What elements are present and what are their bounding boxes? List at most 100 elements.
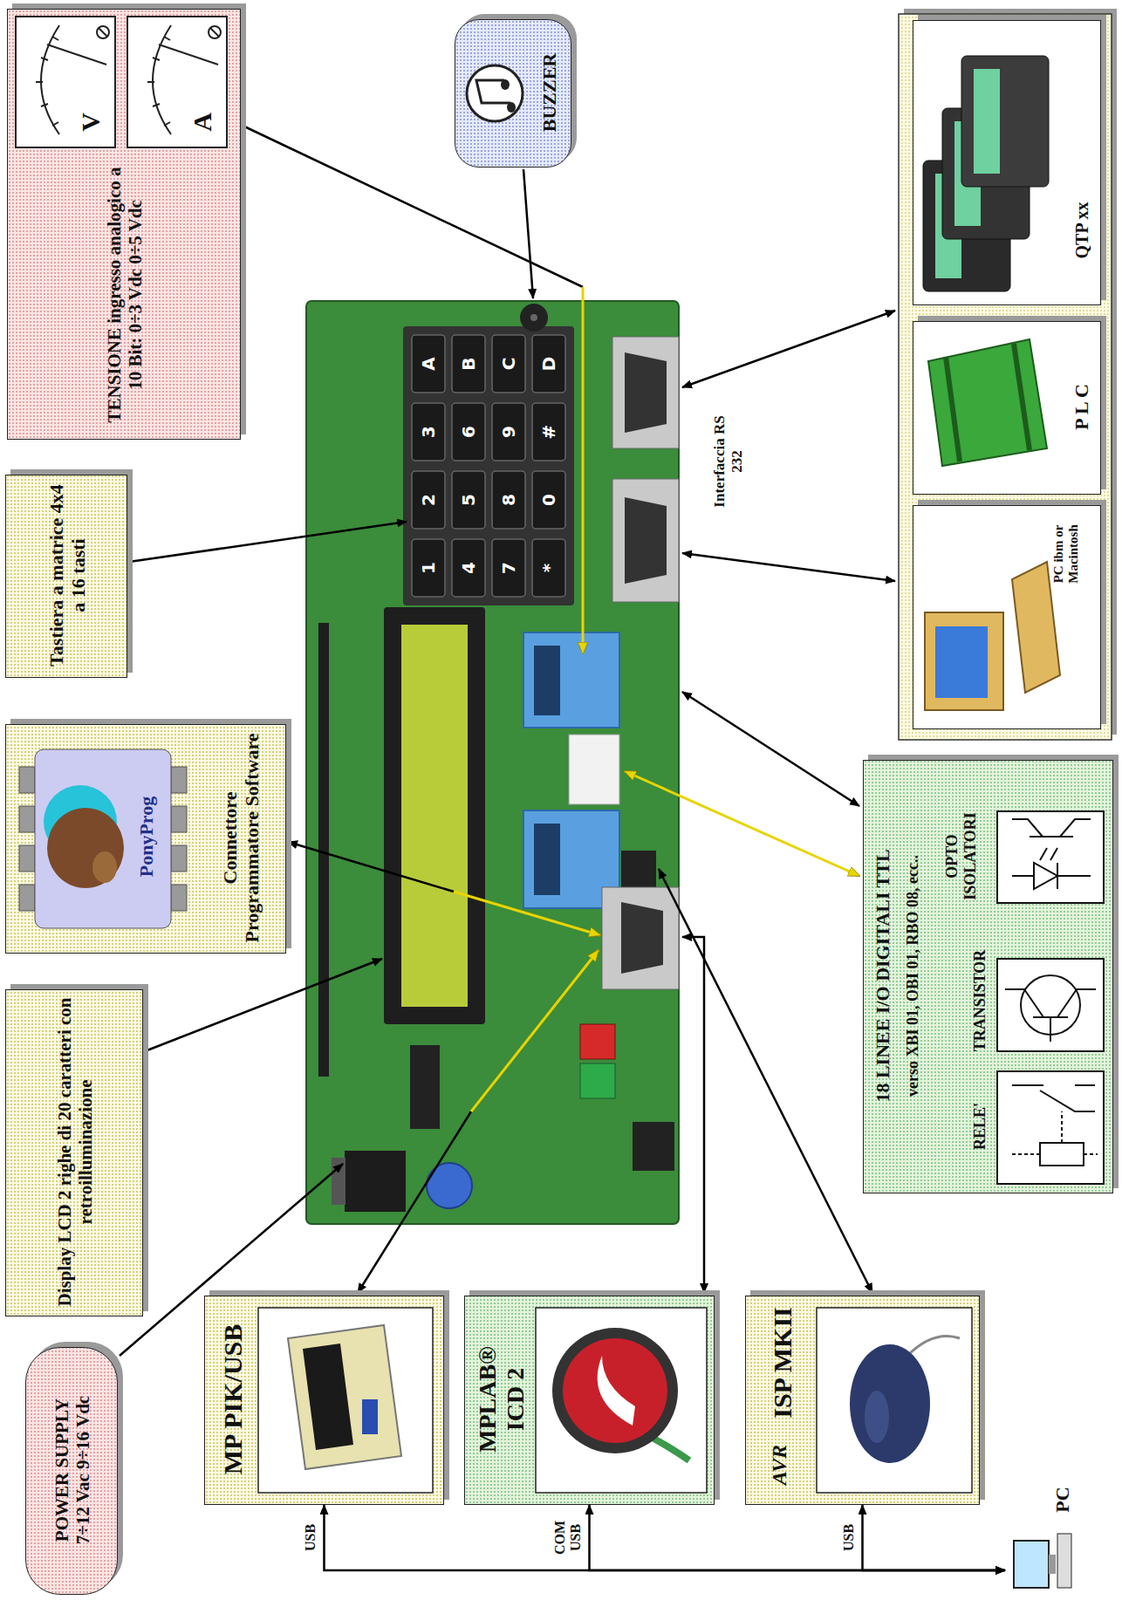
- text-region: RELE': [966, 1069, 993, 1184]
- text-region: Display LCD 2 righe di 20 caratteri con …: [13, 995, 137, 1309]
- leader-arrows: [658, 868, 873, 1294]
- circuit-board: [621, 902, 664, 974]
- leader-arrows: [682, 691, 860, 807]
- chip-icon: [19, 806, 35, 833]
- meter-icon: [98, 27, 108, 37]
- text-region: 9: [492, 403, 526, 461]
- text-region: TENSIONE ingresso analogico a 10 Bit: 0÷…: [16, 159, 233, 431]
- text-region: OPTO ISOLATORI: [930, 801, 993, 911]
- circuit-board: [306, 301, 679, 1225]
- chip-icon: [19, 749, 187, 929]
- node-text: POWER SUPPLY 7÷12 Vac 9÷16 Vdc: [51, 1387, 94, 1554]
- programmer-picture: [597, 1355, 636, 1426]
- connector: [589, 1505, 1006, 1571]
- text-region: D: [532, 335, 566, 393]
- text-region: 6: [451, 403, 486, 461]
- programmer-picture: [258, 1307, 972, 1493]
- leader-arrows: [453, 891, 601, 936]
- leader-arrows: [357, 1111, 472, 1294]
- chip-icon: [171, 766, 187, 794]
- text-region: BUZZER: [532, 22, 568, 163]
- io-symbols: [997, 958, 1104, 1052]
- lcd-box: Display LCD 2 righe di 20 caratteri con …: [5, 989, 144, 1317]
- meter-icon: [96, 26, 110, 39]
- io-symbols: [1012, 1085, 1095, 1112]
- programmer-picture: [287, 1325, 402, 1470]
- node-text: PC ibm or Macintosh: [1051, 510, 1082, 598]
- text-region: USB: [303, 1508, 320, 1567]
- meter-icon: [147, 36, 171, 126]
- io-symbols: [1039, 848, 1058, 861]
- leader-arrows: [624, 771, 860, 876]
- text-region: A: [183, 102, 222, 142]
- keypad-keys: [451, 335, 486, 393]
- text-region: QTP xx: [1067, 164, 1097, 296]
- chip-icon: [19, 845, 35, 872]
- keypad-keys: [411, 539, 445, 597]
- text-region: 8: [492, 471, 526, 529]
- chip-icon: [47, 807, 124, 889]
- terminal-pictures: [973, 68, 1000, 174]
- circuit-board: [344, 1150, 406, 1212]
- keypad-box: Tastiera a matrice 4x4 a 16 tasti: [5, 474, 128, 678]
- text-region: 7: [492, 539, 526, 597]
- node-text: MP PIK/USB: [218, 1324, 249, 1476]
- programmer-picture: [849, 1344, 931, 1464]
- io-symbols: [997, 1071, 1104, 1184]
- circuit-board: [410, 1045, 440, 1129]
- io-symbols: [1012, 819, 1091, 837]
- leader-arrows: [144, 958, 383, 1052]
- meter-icon: [152, 25, 172, 135]
- leader-arrows: [682, 937, 705, 1294]
- leader-arrows: [287, 841, 454, 892]
- programmer-picture: [552, 1327, 678, 1454]
- text-region: A: [411, 335, 445, 393]
- keypad-keys: [451, 471, 486, 529]
- io-symbols: [997, 811, 1104, 904]
- circuit-board: [612, 336, 679, 449]
- keypad-keys: [411, 335, 445, 393]
- text-region: 2: [411, 471, 445, 529]
- circuit-board: [318, 622, 329, 1077]
- keypad-keys: [492, 335, 526, 393]
- terminal-pictures: [945, 343, 1030, 462]
- edge-label: USB: [302, 1524, 319, 1552]
- text-region: COM USB: [552, 1508, 585, 1567]
- text-region: TRANSISTOR: [966, 939, 993, 1062]
- meter-letter: V: [75, 112, 107, 132]
- keypad-keys: [532, 471, 566, 529]
- key-label: 2: [418, 493, 439, 507]
- text-region: Connettore Programmatore Software: [199, 730, 282, 946]
- keypad-keys: [532, 335, 566, 393]
- terminal-pictures: [928, 339, 1047, 466]
- chip-icon: [19, 766, 35, 794]
- programmer-picture: [362, 1399, 378, 1435]
- text-region: POWER SUPPLY 7÷12 Vac 9÷16 Vdc: [31, 1387, 114, 1554]
- text-region: 4: [451, 539, 486, 597]
- text-region: 5: [451, 471, 486, 529]
- right-panel: [898, 8, 1117, 740]
- meter-icon: [47, 44, 107, 65]
- buzzer-icon: [476, 80, 511, 103]
- key-label: 0: [539, 493, 560, 507]
- buzzer-icon: [506, 102, 516, 113]
- chip-icon: [171, 845, 187, 872]
- node-text: Tastiera a matrice 4x4 a 16 tasti: [45, 480, 90, 671]
- keypad-keys: [411, 403, 445, 461]
- text-region: MPLAB® ICD 2: [470, 1334, 534, 1465]
- edge-label: USB: [841, 1524, 857, 1552]
- node-text: Connettore Programmatore Software: [218, 730, 264, 946]
- pc-icon: [1013, 1533, 1072, 1588]
- node-text: QTP xx: [1072, 202, 1093, 260]
- text-region: C: [492, 335, 526, 393]
- keypad-keys: [492, 471, 526, 529]
- programmer-picture: [816, 1307, 972, 1493]
- connector: [324, 1505, 1006, 1571]
- terminal-pictures: [961, 55, 1049, 187]
- meter-icon: [208, 26, 221, 39]
- leader-arrows: [129, 521, 407, 562]
- key-label: 8: [499, 493, 520, 507]
- key-label: *: [539, 563, 560, 573]
- node-text: verso XBI 01, OBI 01, RBO 08, ecc..: [903, 855, 923, 1097]
- leader-arrows: [523, 169, 534, 299]
